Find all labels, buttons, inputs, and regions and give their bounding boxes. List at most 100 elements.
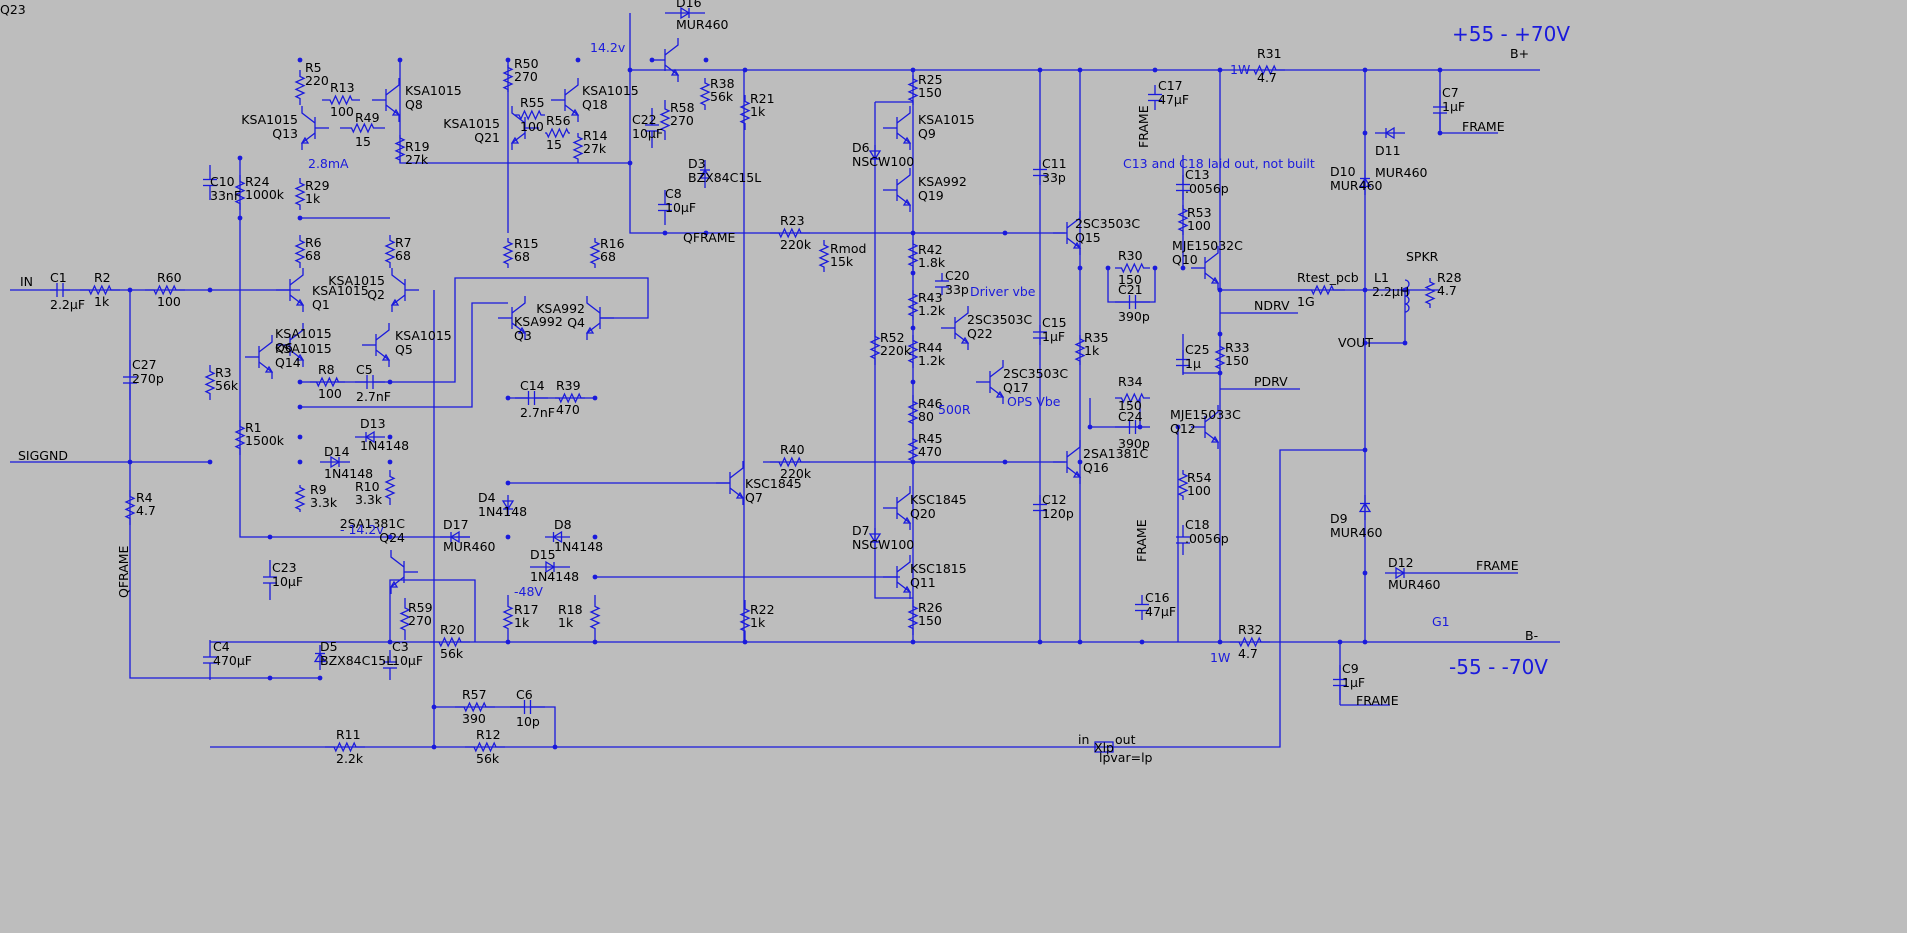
transistor-q1[interactable] xyxy=(276,268,305,312)
resistor-r29[interactable] xyxy=(294,178,306,210)
diode-d3[interactable] xyxy=(698,160,712,188)
resistor-r33[interactable] xyxy=(1214,340,1226,375)
inductor-l1[interactable] xyxy=(1404,279,1410,313)
resistor-r13[interactable] xyxy=(322,94,360,106)
resistor-r54[interactable] xyxy=(1177,470,1189,500)
transistor-q15[interactable] xyxy=(1053,211,1082,255)
resistor-r15[interactable] xyxy=(502,238,514,268)
transistor-q16[interactable] xyxy=(1053,440,1082,484)
transistor-q10[interactable] xyxy=(1191,246,1220,290)
resistor-r20[interactable] xyxy=(430,636,470,648)
capacitor-c1[interactable] xyxy=(50,283,70,297)
resistor-r17[interactable] xyxy=(502,595,514,640)
resistor-rmod[interactable] xyxy=(818,240,830,272)
resistor-r5[interactable] xyxy=(294,70,306,105)
diode-d9[interactable] xyxy=(1358,495,1372,520)
resistor-r58[interactable] xyxy=(659,100,671,140)
resistor-r19[interactable] xyxy=(394,135,406,163)
resistor-r39[interactable] xyxy=(555,392,585,404)
resistor-r28[interactable] xyxy=(1424,278,1436,308)
capacitor-c14[interactable] xyxy=(515,391,548,405)
transistor-q12[interactable] xyxy=(1191,405,1220,449)
resistor-r56[interactable] xyxy=(545,127,570,139)
diode-d12[interactable] xyxy=(1385,566,1415,580)
capacitor-c12[interactable] xyxy=(1033,495,1047,520)
resistor-r52[interactable] xyxy=(869,330,881,365)
resistor-r35[interactable] xyxy=(1074,335,1086,365)
resistor-rtest_pcb[interactable] xyxy=(1300,284,1345,296)
transistor-q14[interactable] xyxy=(245,335,274,379)
diode-d15[interactable] xyxy=(530,560,570,574)
resistor-r1[interactable] xyxy=(234,420,246,455)
capacitor-c21[interactable] xyxy=(1115,295,1150,309)
resistor-r57[interactable] xyxy=(455,701,495,713)
resistor-r31[interactable] xyxy=(1245,64,1285,76)
capacitor-c9[interactable] xyxy=(1333,665,1347,700)
diode-d14[interactable] xyxy=(320,455,350,469)
transistor-q3[interactable] xyxy=(498,296,527,340)
resistor-r43[interactable] xyxy=(907,290,919,320)
transistor-q13[interactable] xyxy=(300,106,329,150)
capacitor-c16[interactable] xyxy=(1135,595,1149,620)
transistor-q18[interactable] xyxy=(551,78,580,122)
resistor-r12[interactable] xyxy=(465,741,505,753)
transistor-q23[interactable] xyxy=(651,38,680,82)
transistor-q5[interactable] xyxy=(362,323,391,367)
resistor-r22[interactable] xyxy=(739,600,751,640)
transistor-q4[interactable] xyxy=(585,296,614,340)
resistor-r9[interactable] xyxy=(294,485,306,512)
transistor-q19[interactable] xyxy=(883,168,912,212)
lowpass-subcircuit[interactable] xyxy=(1094,741,1114,753)
resistor-r34[interactable] xyxy=(1115,392,1150,404)
diode-d11[interactable] xyxy=(1375,126,1405,140)
transistor-q17[interactable] xyxy=(976,360,1005,404)
diode-d8[interactable] xyxy=(545,530,570,544)
resistor-r10[interactable] xyxy=(384,470,396,505)
transistor-q9[interactable] xyxy=(883,106,912,150)
capacitor-c23[interactable] xyxy=(263,560,277,600)
capacitor-c7[interactable] xyxy=(1433,90,1447,130)
transistor-q6[interactable] xyxy=(276,323,305,367)
transistor-q24[interactable] xyxy=(389,550,418,594)
resistor-r38[interactable] xyxy=(699,78,711,110)
capacitor-c22[interactable] xyxy=(645,108,659,148)
resistor-r44[interactable] xyxy=(907,335,919,368)
capacitor-c15[interactable] xyxy=(1033,325,1047,345)
capacitor-c13[interactable] xyxy=(1176,175,1190,200)
transistor-q11[interactable] xyxy=(883,555,912,599)
resistor-r21[interactable] xyxy=(739,95,751,130)
resistor-r40[interactable] xyxy=(770,456,810,468)
diode-d13[interactable] xyxy=(355,430,385,444)
diode-d17[interactable] xyxy=(440,530,470,544)
resistor-r30[interactable] xyxy=(1115,262,1150,274)
resistor-r3[interactable] xyxy=(204,365,216,400)
resistor-r18[interactable] xyxy=(589,595,601,640)
diode-d6[interactable] xyxy=(868,145,882,165)
resistor-r45[interactable] xyxy=(907,437,919,463)
resistor-r6[interactable] xyxy=(294,235,306,268)
resistor-r25[interactable] xyxy=(907,75,919,105)
capacitor-c3[interactable] xyxy=(383,650,397,680)
resistor-r16[interactable] xyxy=(589,238,601,268)
capacitor-c27[interactable] xyxy=(123,360,137,400)
resistor-r50[interactable] xyxy=(502,65,514,92)
diode-d7[interactable] xyxy=(868,528,882,548)
resistor-r60[interactable] xyxy=(145,284,185,296)
transistor-q8[interactable] xyxy=(372,78,401,122)
diode-d10[interactable] xyxy=(1358,170,1372,195)
resistor-r2[interactable] xyxy=(80,284,120,296)
resistor-r24[interactable] xyxy=(234,175,246,210)
capacitor-c11[interactable] xyxy=(1033,160,1047,185)
capacitor-c25[interactable] xyxy=(1176,350,1190,375)
resistor-r11[interactable] xyxy=(325,741,365,753)
resistor-r14[interactable] xyxy=(572,133,584,163)
capacitor-c20[interactable] xyxy=(935,273,949,295)
transistor-q2[interactable] xyxy=(390,268,419,312)
resistor-r7[interactable] xyxy=(384,235,396,268)
capacitor-c8[interactable] xyxy=(658,190,672,225)
diode-d16[interactable] xyxy=(665,6,705,20)
transistor-q20[interactable] xyxy=(883,486,912,530)
resistor-r49[interactable] xyxy=(340,122,385,134)
transistor-q22[interactable] xyxy=(941,306,970,350)
diode-d4[interactable] xyxy=(501,495,515,515)
